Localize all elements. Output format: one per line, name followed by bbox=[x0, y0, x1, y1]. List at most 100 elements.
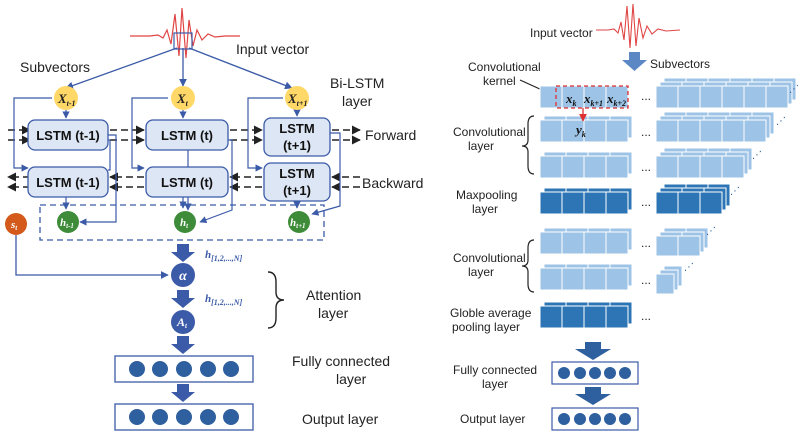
right-input-signal-waveform bbox=[596, 3, 681, 49]
bilstm-label-line1: Bi-LSTM bbox=[330, 75, 384, 91]
diagonal-dots-6: ⋰ bbox=[684, 262, 694, 273]
bidirectional-dashed-lines bbox=[7, 125, 361, 192]
feature-map-stacks: ⋰⋰⋰⋰⋰⋰ bbox=[539, 77, 799, 329]
diagonal-dots-3: ⋰ bbox=[752, 150, 762, 161]
svg-text:LSTM (t-1): LSTM (t-1) bbox=[36, 175, 100, 190]
conv2-row2-right-cell bbox=[655, 273, 675, 295]
maxpool-right-cell bbox=[699, 191, 723, 215]
conv1-row2-left-cell bbox=[583, 155, 607, 179]
conv1-row2-left-cell bbox=[561, 155, 585, 179]
conv2-row1-left-cell bbox=[605, 231, 629, 255]
x-node-next: Xt+1 bbox=[285, 86, 309, 110]
left-fully-connected-label-line2: layer bbox=[336, 371, 367, 387]
maxpooling-label-line1: Maxpooling bbox=[456, 188, 517, 202]
conv-layer-2-label-line1: Convolutional bbox=[453, 251, 526, 265]
conv1-row1-right-cell bbox=[721, 119, 745, 143]
h-node-current: ht bbox=[174, 211, 196, 233]
ellipsis-row-1: ... bbox=[641, 89, 651, 103]
left-output-label: Output layer bbox=[302, 411, 379, 427]
kernel-cell-xk2: xk+2 bbox=[606, 91, 626, 108]
input-row-right-cell bbox=[677, 85, 701, 109]
right-output-layer bbox=[551, 407, 639, 431]
svg-text:(t+1): (t+1) bbox=[283, 138, 311, 153]
diagonal-dots-2: ⋰ bbox=[776, 116, 786, 127]
ellipsis-row-4: ... bbox=[641, 195, 651, 209]
subvectors-label: Subvectors bbox=[20, 59, 90, 75]
conv2-row2-left-cell bbox=[561, 267, 585, 291]
h-node-next: ht+1 bbox=[288, 211, 310, 233]
conv-kernel-label-line2: kernel bbox=[483, 74, 516, 88]
maxpool-left-cell bbox=[561, 191, 585, 215]
right-subvectors-label: Subvectors bbox=[650, 57, 710, 71]
svg-text:At: At bbox=[176, 315, 188, 330]
ellipsis-row-6: ... bbox=[641, 273, 651, 287]
alpha-node: α bbox=[171, 263, 195, 287]
attention-label-line2: layer bbox=[318, 305, 349, 321]
conv2-row1-left-cell bbox=[583, 231, 607, 255]
s-to-alpha-line bbox=[15, 235, 169, 279]
svg-text:α: α bbox=[179, 269, 187, 284]
input-row-right-cell bbox=[743, 85, 767, 109]
conv-layer-1-brace bbox=[521, 115, 535, 175]
h-sequence-label-top: h[1,2,...,N] bbox=[205, 249, 243, 263]
conv1-row1-right-cell bbox=[699, 119, 723, 143]
attention-brace bbox=[267, 271, 285, 329]
conv1-row1-left-cell bbox=[605, 119, 629, 143]
conv2-row2-left-cell bbox=[539, 267, 563, 291]
ellipsis-row-3: ... bbox=[641, 160, 651, 174]
h-sequence-label-bottom: h[1,2,...,N] bbox=[205, 293, 243, 307]
maxpool-right-cell bbox=[655, 191, 679, 215]
gap-label-line1: Globle average bbox=[450, 306, 532, 320]
conv-layer-2-label-line2: layer bbox=[468, 265, 494, 279]
svg-text:Xt-1: Xt-1 bbox=[57, 91, 76, 108]
diagonal-dots-1: ⋰ bbox=[789, 84, 799, 95]
conv1-row2-right-cell bbox=[677, 155, 701, 179]
conv2-row1-right-cell bbox=[655, 235, 679, 257]
right-fully-connected-label-line2: layer bbox=[482, 377, 508, 391]
conv1-row2-left-cell bbox=[539, 155, 563, 179]
conv1-row1-right-cell bbox=[655, 119, 679, 143]
conv2-row2-left-cell bbox=[605, 267, 629, 291]
bilstm-label-line2: layer bbox=[342, 93, 373, 109]
ellipsis-row-5: ... bbox=[641, 236, 651, 250]
svg-text:xk+2: xk+2 bbox=[606, 91, 626, 108]
svg-text:Xt: Xt bbox=[176, 91, 189, 108]
gap-row-cell bbox=[561, 305, 585, 329]
gap-row-cell bbox=[583, 305, 607, 329]
conv2-row1-right-cell bbox=[677, 235, 701, 257]
svg-text:LSTM (t): LSTM (t) bbox=[161, 128, 213, 143]
right-arrow-to-fc bbox=[575, 342, 611, 360]
maxpool-left-cell bbox=[539, 191, 563, 215]
kernel-cell-xk1: xk+1 bbox=[583, 91, 603, 108]
lstm-connections bbox=[13, 97, 341, 226]
conv1-row1-left-cell bbox=[583, 119, 607, 143]
svg-text:ht+1: ht+1 bbox=[290, 217, 306, 230]
maxpooling-label-line2: layer bbox=[472, 202, 498, 216]
conv2-row1-left-cell bbox=[561, 231, 585, 255]
input-row-right-cell bbox=[699, 85, 723, 109]
forward-label: Forward bbox=[365, 127, 416, 143]
input-vector-label: Input vector bbox=[236, 41, 309, 57]
backward-lstm-cell-prev: LSTM (t-1) bbox=[27, 166, 109, 198]
diagonal-dots-5: ⋰ bbox=[706, 226, 716, 237]
input-fan-lines bbox=[65, 47, 293, 90]
svg-text:yk: yk bbox=[574, 122, 586, 139]
x-node-current: Xt bbox=[171, 86, 195, 110]
left-output-layer bbox=[114, 403, 254, 431]
kernel-cell-xk: xk bbox=[565, 91, 577, 108]
conv2-row1-left-cell bbox=[539, 231, 563, 255]
gap-row-cell bbox=[605, 305, 629, 329]
s-node: st bbox=[5, 213, 27, 235]
left-panel: Input vector Subvectors Bi-LSTM layer bbox=[5, 7, 423, 431]
conv-kernel-label-line1: Convolutional bbox=[468, 60, 541, 74]
svg-text:LSTM (t-1): LSTM (t-1) bbox=[36, 128, 100, 143]
attention-label-line1: Attention bbox=[306, 287, 361, 303]
hidden-states-dashed-box bbox=[39, 204, 325, 241]
svg-text:(t+1): (t+1) bbox=[283, 183, 311, 198]
left-fully-connected-layer bbox=[114, 355, 254, 383]
input-row-right-cell bbox=[765, 85, 789, 109]
right-fully-connected-label-line1: Fully connected bbox=[453, 363, 537, 377]
conv1-row2-right-cell bbox=[721, 155, 745, 179]
